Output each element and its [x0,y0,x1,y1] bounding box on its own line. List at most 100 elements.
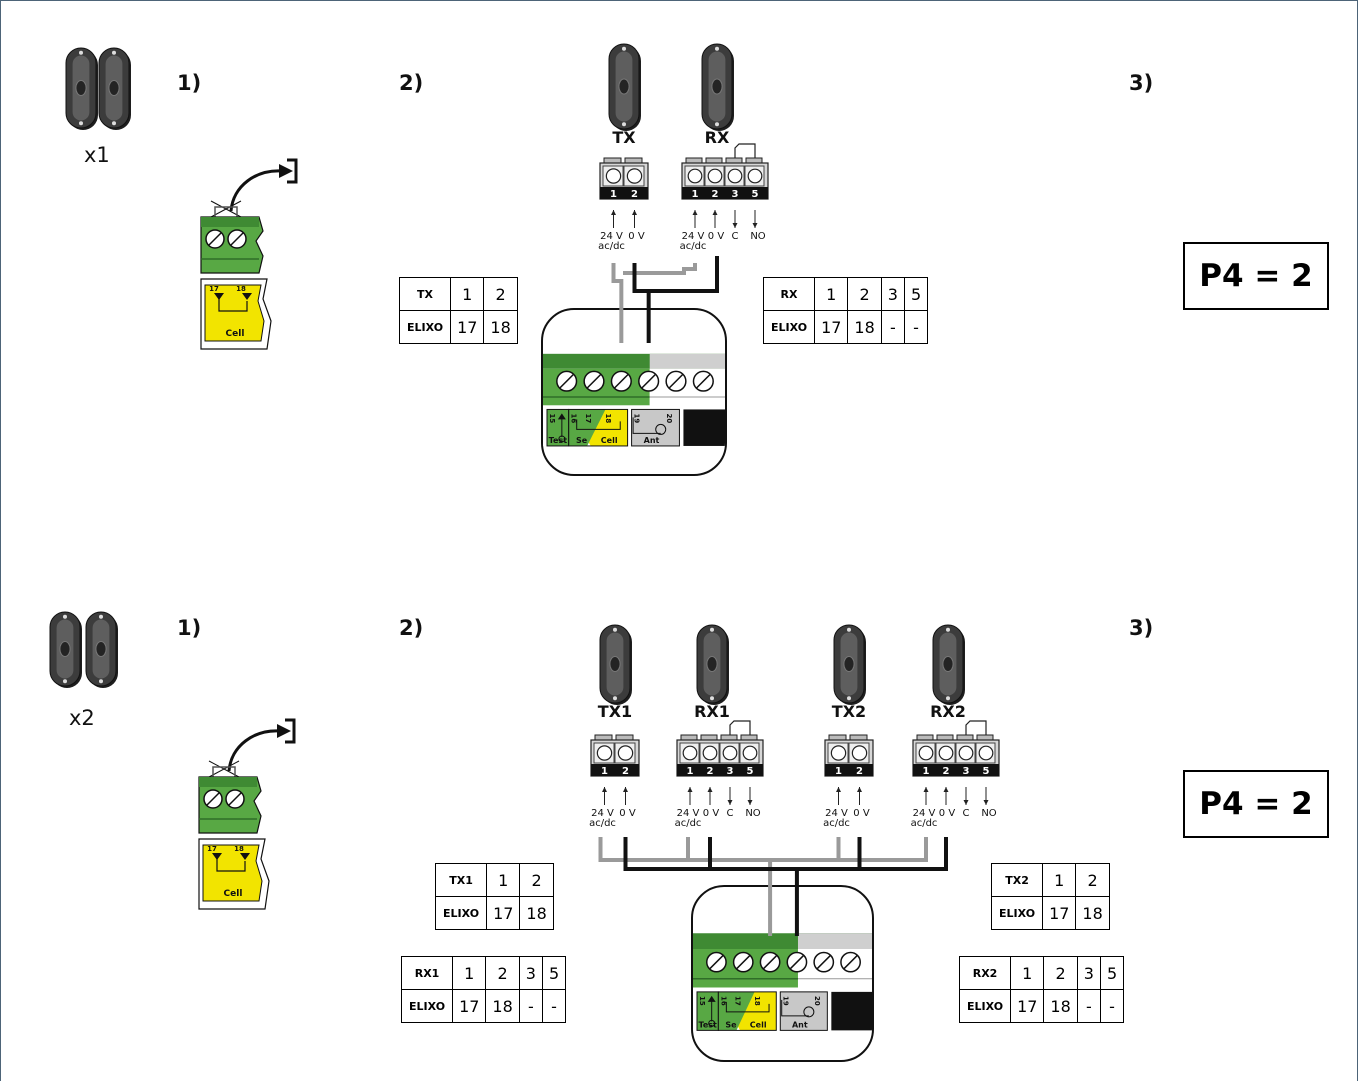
sensor-lens [618,78,630,95]
arrow-head [857,787,862,792]
terminal-tab [936,734,954,741]
board-terminal-number: 17 [584,414,592,424]
table-cell: 2 [847,277,882,311]
wiring-label-24v: 24 V [913,808,936,819]
wiring-label-acdc: ac/dc [823,818,850,829]
wiring-label-0v: 0 V [628,231,645,242]
sensor-lens [942,656,954,672]
sensor-lens [843,656,855,672]
arrow-head [836,787,841,792]
symbol-circle [708,1019,716,1027]
label-se-cell-box [568,408,629,447]
board-screw-slot [816,955,831,970]
arrow-head [692,210,698,215]
table-cell: 1 [814,277,849,311]
board-terminal-number: 15 [698,996,706,1006]
bridge-wire [214,206,238,217]
wire-black-bus [623,837,948,871]
symbol-circle [558,435,566,443]
terminal-tab [740,734,758,741]
photocell-sensor [85,611,118,688]
terminal-tab [680,734,698,741]
wiring-label-0v: 0 V [619,808,636,819]
terminal-tab [720,734,738,741]
step-1-label: 1) [177,71,202,95]
table-row: ELIXO 17 18 [434,896,554,930]
terminal-strip-white [797,949,872,988]
table-cell: RX1 [400,956,454,990]
terminal-arrows [692,210,758,228]
terminal-tab [685,157,703,164]
sensor-screw [622,46,626,51]
table-cell: 1 [486,863,521,897]
wiring-label-24v: 24 V [825,808,848,819]
sensor-lens [706,656,718,672]
terminal-fragment-top [201,217,259,227]
bridge-terminal-number: 17 [207,845,217,853]
table-cell: 1 [1010,956,1045,990]
table-cell: TX [398,277,452,311]
symbol-antenna [803,1006,815,1018]
sensor-screw [613,696,617,701]
table-cell: 17 [1042,896,1077,930]
device-label: TX1 [598,702,632,721]
table-cell: - [541,989,567,1023]
wiring-label-24v: 24 V [677,808,700,819]
board-terminal-number: 20 [813,996,821,1006]
arrow-head [727,800,733,805]
arrow-head [923,787,929,792]
symbol-antenna-line [632,417,661,434]
sensor-screw [710,696,714,701]
terminal-pin-number: 5 [747,766,754,777]
terminal-arrows [836,787,862,805]
table-cell: TX1 [434,863,488,897]
sensor-screw [946,696,950,701]
table-cell: 18 [1043,989,1078,1023]
terminal-screw [605,168,622,184]
table-row: ELIXO 17 18 [398,310,518,344]
table-cell: 1 [1042,863,1077,897]
table-cell: RX2 [958,956,1012,990]
terminal-arrows [923,787,989,805]
sensor-lens [95,641,107,657]
arrow-head [983,800,989,805]
wiring-label-no: NO [750,231,765,242]
table-cell: - [1076,989,1101,1023]
board-label-cell: Cell [601,436,618,445]
terminal-screw [617,745,634,761]
symbol-antenna-line [781,999,809,1017]
step-2-label: 2) [399,71,424,95]
terminal-tab [916,734,934,741]
board-screw-slot [586,374,602,389]
table-cell: ELIXO [990,896,1044,930]
board-terminal-number: 19 [781,996,789,1006]
board-terminal-number: 16 [570,414,578,424]
label-fragment-yellow [204,284,265,342]
terminal-tab [745,157,763,164]
table-cell: 17 [452,989,487,1023]
wire-tx-0v [632,263,651,343]
sensor-screw [715,46,719,51]
bridge-terminal-number: 18 [234,845,244,853]
terminal-pin-number: 5 [752,189,759,200]
terminal-screw [830,745,847,761]
terminal-strip-top-grey [649,353,725,369]
board-screw-slot [696,374,711,389]
symbol-arrow [557,413,566,420]
table-cell: 2 [485,956,520,990]
arrow-head [963,800,969,805]
table-row: TX 1 2 [398,277,518,311]
board-label-ant: Ant [644,436,660,445]
wiring-label-24v: 24 V [682,231,705,242]
wire-tx-24v [611,263,624,343]
terminal-pin-strip [913,764,999,776]
arrow-head [602,787,607,792]
photocell-sensor [98,47,131,130]
sensor-lens [59,641,71,657]
